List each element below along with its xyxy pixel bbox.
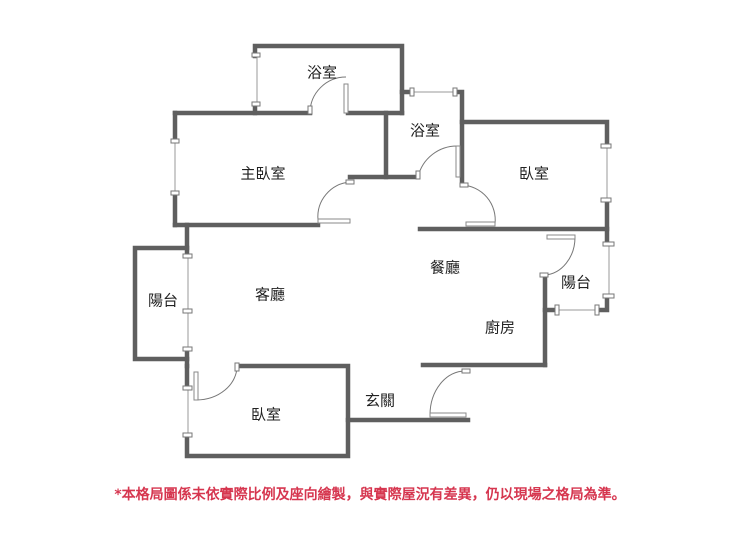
room-label-balcony-left: 陽台 (147, 291, 179, 310)
walls (132, 43, 610, 459)
door-bedroom-right (461, 184, 496, 225)
room-label-bedroom-right: 臥室 (518, 164, 550, 183)
room-label-bath-mid: 浴室 (409, 121, 441, 140)
room-label-bath-top: 浴室 (306, 63, 338, 82)
door-entrance (429, 370, 466, 416)
doors (193, 76, 576, 418)
door-bath-mid (417, 145, 459, 178)
disclaimer-text: *本格局圖係未依實際比例及座向繪製，與實際屋況有差異，仍以現場之格局為準。 (114, 487, 626, 503)
room-label-balcony-right: 陽台 (560, 273, 592, 292)
room-label-kitchen: 廚房 (484, 318, 516, 337)
room-label-entrance: 玄關 (364, 391, 396, 410)
door-balcony-right (544, 236, 576, 276)
windows (170, 52, 615, 438)
door-bedroom-bottom (195, 365, 238, 401)
room-label-master-bedroom: 主臥室 (240, 164, 286, 183)
door-master (317, 181, 351, 221)
room-label-bedroom-bottom: 臥室 (250, 405, 282, 424)
room-label-living: 客廳 (254, 285, 286, 304)
room-label-dining: 餐廳 (429, 258, 461, 277)
